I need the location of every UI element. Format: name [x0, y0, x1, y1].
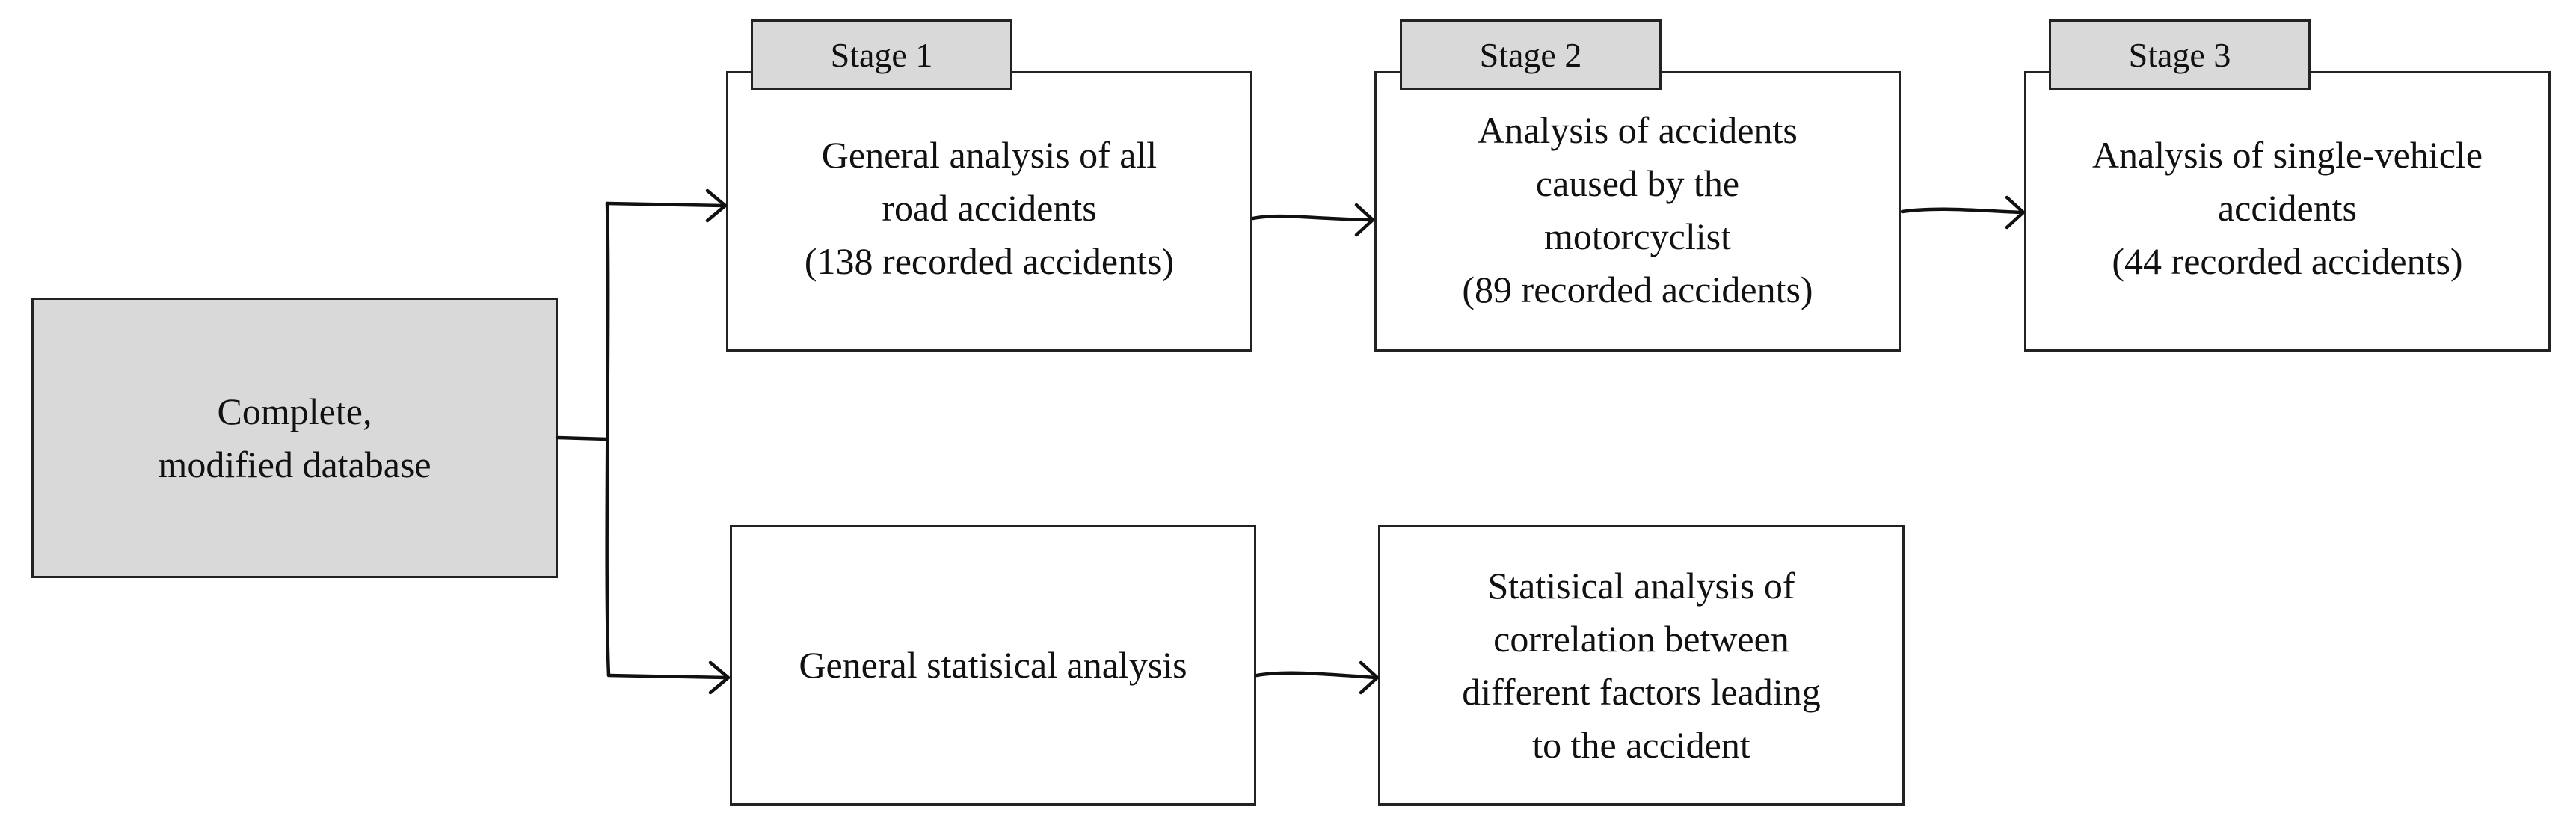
correlation-line: different factors leading — [1462, 670, 1821, 713]
arrowhead-stage-1 — [705, 188, 728, 223]
stage-2-label: Analysis of accidents caused by the moto… — [1462, 104, 1813, 316]
stage-1-line: General analysis of all — [821, 134, 1158, 176]
stage-2-line: caused by the — [1535, 162, 1740, 204]
source-line: modified database — [158, 443, 431, 485]
stage-2-tab: Stage 2 — [1400, 19, 1662, 90]
arrowhead-stage-2 — [1354, 203, 1375, 237]
stage-3-label: Analysis of single-vehicle accidents (44… — [2092, 129, 2483, 288]
general-statistical-box: General statisical analysis — [730, 525, 1256, 806]
arrow-to-stage-1 — [605, 201, 726, 208]
stage-3-line: Analysis of single-vehicle — [2091, 134, 2483, 176]
source-database-label: Complete, modified database — [158, 385, 431, 491]
stage-1-label: General analysis of all road accidents (… — [805, 129, 1174, 288]
source-connector-line — [555, 435, 609, 441]
stage-3-tab: Stage 3 — [2049, 19, 2311, 90]
source-database-box: Complete, modified database — [31, 298, 558, 578]
correlation-line: to the accident — [1532, 723, 1750, 766]
correlation-analysis-label: Statisical analysis of correlation betwe… — [1462, 559, 1820, 772]
stage-2-box: Analysis of accidents caused by the moto… — [1374, 71, 1901, 352]
source-line: Complete, — [217, 390, 372, 432]
correlation-analysis-box: Statisical analysis of correlation betwe… — [1378, 525, 1905, 806]
stage-2-line: motorcyclist — [1544, 215, 1731, 257]
general-statistical-label: General statisical analysis — [799, 639, 1187, 692]
branch-vertical-line — [605, 201, 611, 678]
correlation-line: correlation between — [1493, 617, 1789, 660]
arrow-stage-1-to-stage-2 — [1251, 214, 1374, 222]
stage-1-tab: Stage 1 — [751, 19, 1012, 90]
stage-1-line: road accidents — [882, 187, 1097, 229]
stage-2-line: (89 recorded accidents) — [1462, 268, 1813, 310]
correlation-line: Statisical analysis of — [1487, 564, 1795, 607]
arrowhead-stage-3 — [2005, 195, 2026, 230]
arrow-to-general-statistical — [606, 673, 729, 680]
arrowhead-general-statistical — [708, 660, 731, 695]
stage-3-line: (44 recorded accidents) — [2112, 240, 2463, 282]
stage-3-line: accidents — [2217, 187, 2357, 229]
stage-1-line: (138 recorded accidents) — [804, 240, 1175, 282]
arrowhead-correlation — [1359, 660, 1380, 695]
stage-1-box: General analysis of all road accidents (… — [726, 71, 1252, 352]
stage-2-line: Analysis of accidents — [1478, 108, 1798, 151]
general-statistical-line: General statisical analysis — [799, 644, 1187, 686]
arrow-general-to-correlation — [1255, 671, 1378, 680]
stage-3-box: Analysis of single-vehicle accidents (44… — [2024, 71, 2551, 352]
arrow-stage-2-to-stage-3 — [1900, 207, 2024, 215]
